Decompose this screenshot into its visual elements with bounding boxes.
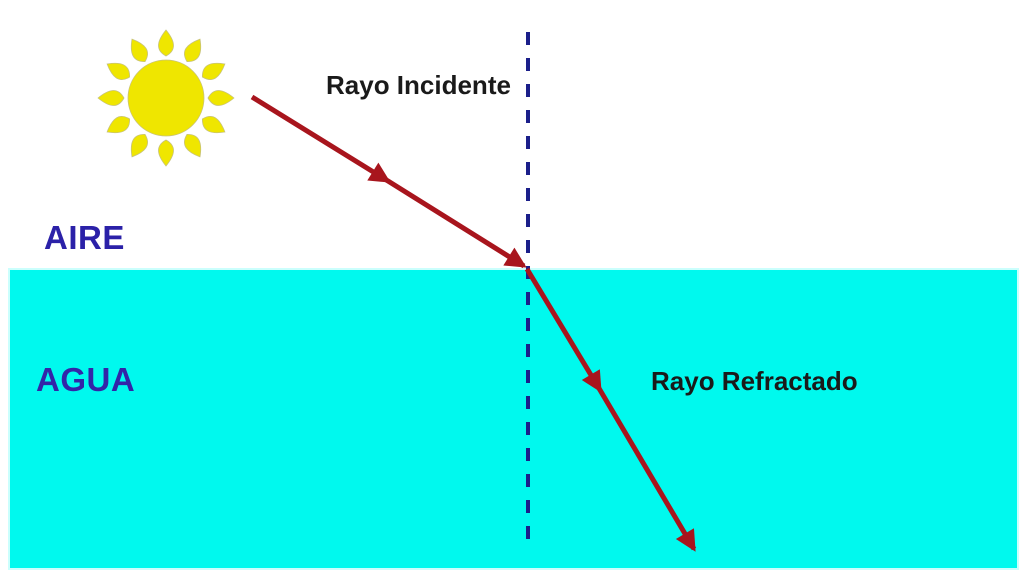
sun-ray-petal bbox=[184, 133, 202, 158]
sun-icon bbox=[97, 29, 235, 167]
sun-ray-petal bbox=[130, 133, 148, 158]
sun-ray-petal bbox=[106, 116, 131, 134]
water-region bbox=[10, 270, 1017, 568]
sun-ray-petal bbox=[201, 116, 226, 134]
sun-body bbox=[127, 59, 205, 137]
refracted-ray-label: Rayo Refractado bbox=[651, 366, 858, 396]
water-medium-label: AGUA bbox=[36, 361, 136, 398]
sun-ray-petal bbox=[207, 90, 235, 106]
sun-ray-petal bbox=[106, 62, 131, 80]
sun-ray-petal bbox=[201, 62, 226, 80]
incident-ray-label: Rayo Incidente bbox=[326, 70, 511, 100]
sun-ray-petal bbox=[130, 38, 148, 63]
incident-ray bbox=[250, 94, 527, 269]
air-medium-label: AIRE bbox=[44, 219, 125, 256]
sun-ray-petal bbox=[184, 38, 202, 63]
sun-ray-petal bbox=[158, 29, 174, 57]
sun-ray-petal bbox=[97, 90, 125, 106]
sun-ray-petal bbox=[158, 139, 174, 167]
